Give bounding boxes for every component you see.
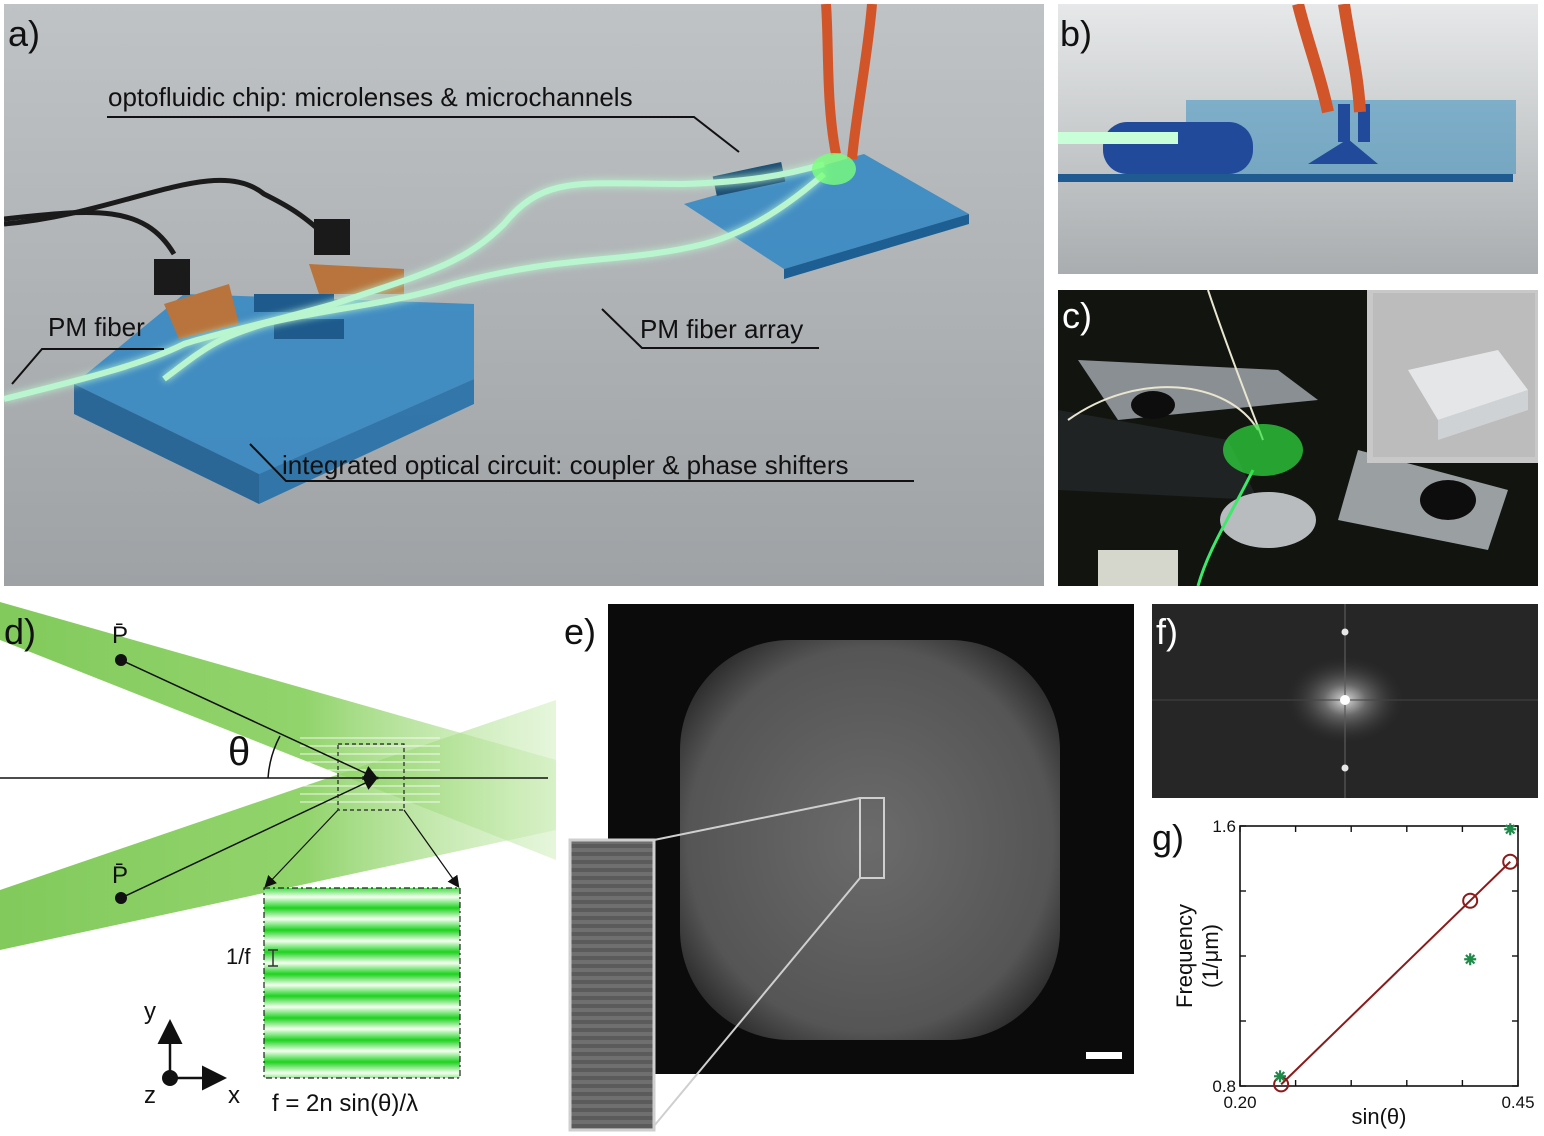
point-upper [115,654,127,666]
leader-fiber-array [601,308,819,349]
leader-circuit [249,443,914,482]
panel-label-e: e) [564,611,597,652]
fft-peak-center [1340,695,1350,705]
formula: f = 2n sin(θ)/λ [272,1090,419,1117]
panel-f: f) [1152,604,1538,798]
y-axis-label-line2: (1/μm) [1198,924,1223,988]
panel-label-f: f) [1156,611,1178,652]
fluid-tube-1 [821,4,841,155]
green-glow [1223,424,1303,476]
optical-circuit-chip [74,294,474,474]
panel-label-c: c) [1062,295,1092,336]
leader-pm-fiber [11,348,164,385]
fft-peak-lower [1341,764,1349,772]
fringe-pattern [264,888,460,1078]
annotation-optofluidic-chip: optofluidic chip: microlenses & microcha… [108,82,633,112]
fiber-glow [1058,132,1178,144]
panel-c-photo [1058,290,1538,586]
tube-b-2 [1338,4,1366,113]
chart-frequency-vs-sin-theta: Frequency (1/μm) sin(θ) 0.8 1.6 0.20 0.45 [1172,817,1535,1129]
x-axis-label: sin(θ) [1351,1104,1406,1129]
panel-b-render [1058,4,1538,274]
panel-label-d: d) [4,611,37,652]
data-point-star [1274,1070,1287,1083]
scale-bar [1086,1052,1122,1059]
objective-lens [1220,492,1316,548]
panel-a: a) optofluidic chip: microlenses & micro… [4,4,1044,586]
point-label-lower: P̄ [112,862,129,889]
roi-box [859,797,885,879]
axis-z-dot [162,1070,178,1086]
ray-upper [120,659,379,780]
zoom-inset [568,838,656,1132]
panel-a-render [4,4,1044,586]
fit-line [1280,861,1511,1086]
axis-z-label: z [144,1082,156,1109]
electrical-cable [4,210,177,256]
connector-left [154,259,190,295]
data-point-star [1504,823,1517,836]
panel-e: e) [560,600,1140,1136]
illumination-spot [680,640,1060,1040]
annotation-pm-fiber: PM fiber [48,312,145,342]
panel-e-image [568,604,1134,1132]
panel-label-a: a) [8,13,41,54]
annotation-pm-fiber-array: PM fiber array [640,314,804,344]
point-lower [115,892,127,904]
axis-y-label: y [144,998,156,1025]
panel-d: d) P̄ P̄ θ 1/f y x z f = 2n sin(θ)/λ [0,600,556,1136]
panel-label-b: b) [1060,13,1093,54]
fft-peak-upper [1341,628,1349,636]
connector-right [314,219,350,255]
y-tick-label: 1.6 [1212,817,1236,836]
period-label: 1/f [226,944,251,969]
y-axis-label-line1: Frequency [1172,904,1197,1008]
data-point-circle [1462,892,1479,909]
y-tick-label: 0.8 [1212,1077,1236,1096]
panel-f-fft [1152,604,1538,798]
data-point-star [1464,953,1477,966]
glowing-fibers [4,161,826,402]
panel-b: b) [1058,4,1538,274]
optofluidic-chip [684,154,969,269]
x-tick-label: 0.20 [1223,1093,1256,1112]
chip-substrate [1058,174,1513,182]
x-tick-label: 0.45 [1501,1093,1534,1112]
plot-frame [1239,825,1519,1087]
panel-label-g: g) [1152,817,1185,858]
annotation-integrated-circuit: integrated optical circuit: coupler & ph… [282,450,849,480]
fluid-tube-2 [847,4,877,160]
zoom-box-small [337,743,405,811]
theta-label: θ [228,730,251,774]
leader-chip [107,116,740,153]
theta-arc [267,735,281,779]
axis-x-label: x [228,1082,240,1109]
panel-c: c) [1058,290,1538,586]
ray-lower [120,776,379,899]
tube-b-1 [1292,4,1334,114]
electrode-right [309,264,404,294]
point-label-upper: P̄ [112,622,129,649]
electrode-left [164,284,239,339]
data-point-circle [1502,853,1519,870]
panel-g: g) Frequency (1/μm) sin(θ) 0.8 1.6 0.20 0.4… [1150,812,1540,1132]
panel-d-diagram [0,602,556,1091]
